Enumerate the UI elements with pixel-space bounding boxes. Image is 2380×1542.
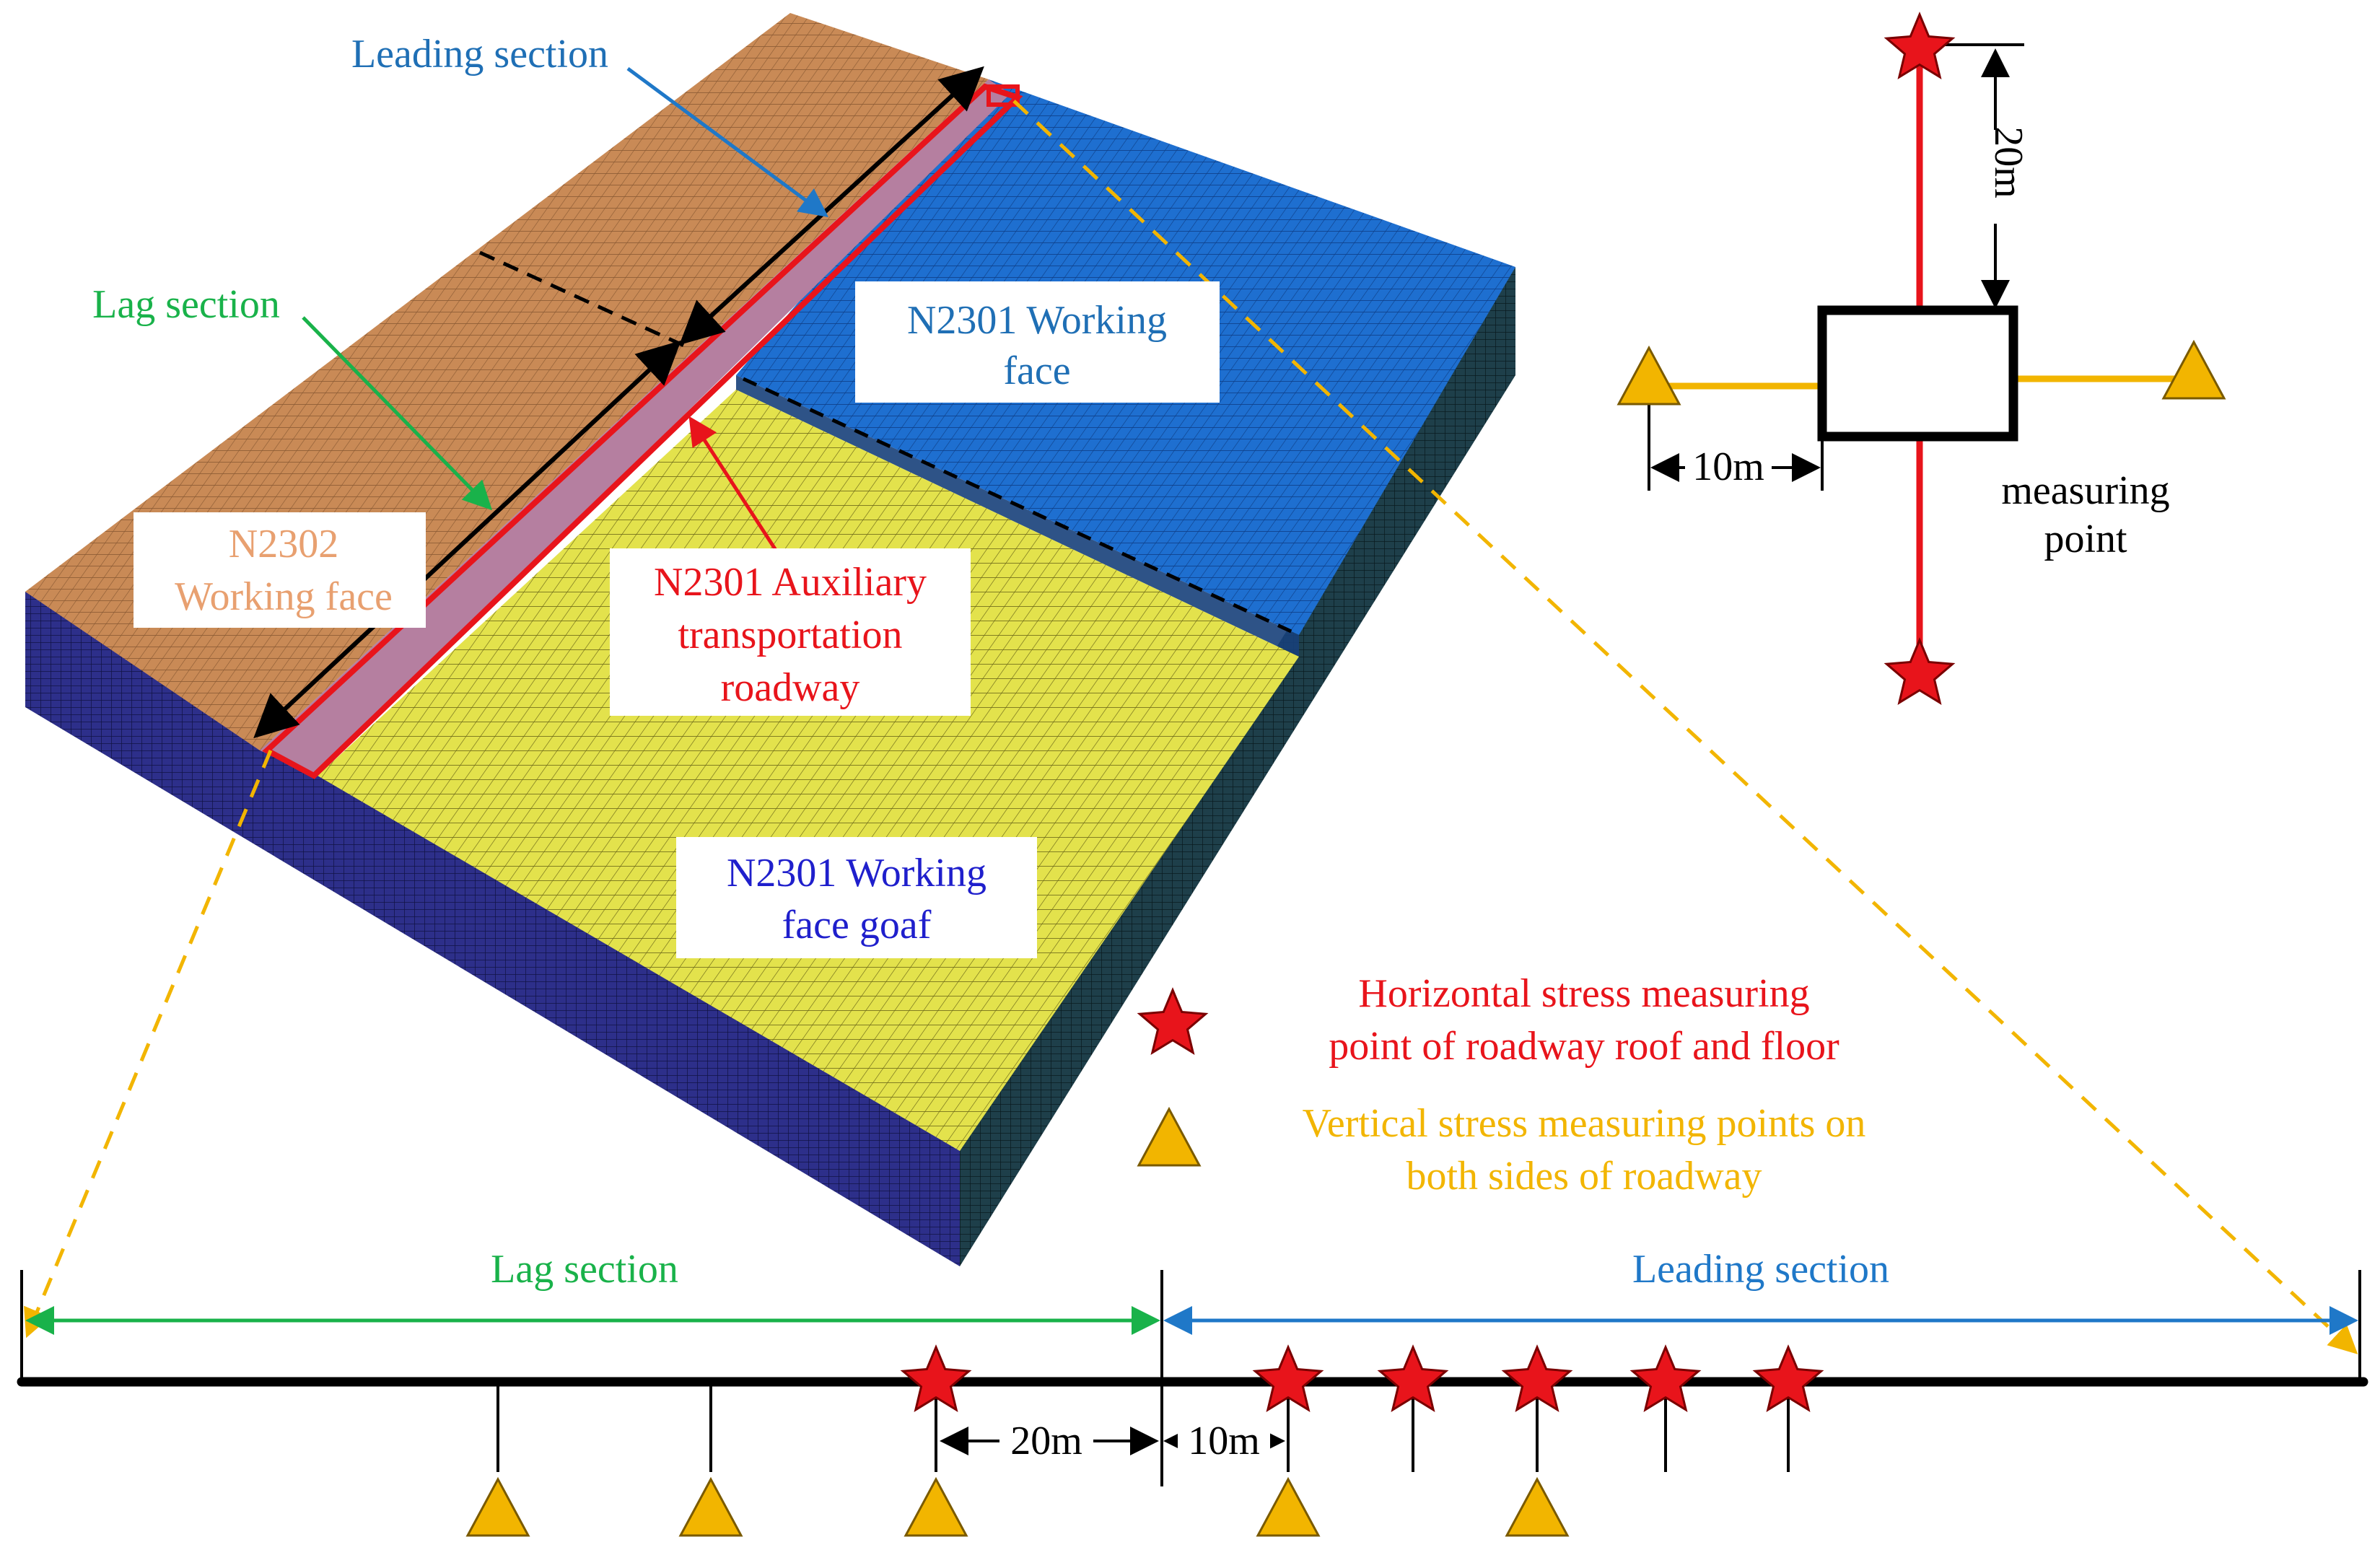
timeline-markers [465,1344,1824,1537]
legend-star-shape [1137,987,1209,1055]
detail-right-triangle-icon [2161,339,2226,400]
legend-triangle-icon [1137,1106,1202,1167]
timeline: Lag section Leading section 20m 10m [17,1247,2368,1486]
timeline-lag-label: Lag section [491,1247,678,1292]
roadway-strip [260,79,1010,776]
detail-roof-star-icon [1884,12,1956,79]
roadway-label-line2: transportation [678,613,902,657]
goaf-label-line2: face goaf [782,903,932,947]
model-side-left [25,592,960,1266]
timeline-triangle-lag-1 [465,1476,530,1537]
legend-horizontal-line2: point of roadway roof and floor [1329,1024,1839,1069]
leading-length-arrow-back [679,70,980,346]
timeline-star-leading-5 [1752,1344,1824,1412]
timeline-dim-10m-label: 10m [1188,1419,1260,1463]
legend-triangle-shape [1137,1106,1202,1167]
n2301-working-face-label: N2301 Working face [855,281,1220,403]
detail-left-triangle-icon [1616,345,1681,406]
n2302-label-line2: Working face [175,574,393,619]
dim-10m-label: 10m [1692,444,1764,489]
n2301-working-face-label-line1: N2301 Working [907,298,1167,343]
legend-vertical-line2: both sides of roadway [1406,1154,1762,1199]
projection-line-left [24,750,273,1339]
timeline-star-lag [900,1344,972,1412]
roadway-pointer [688,416,782,557]
roadway-label-line1: N2301 Auxiliary [654,560,927,605]
timeline-star-leading-2 [1377,1344,1449,1412]
measuring-point-label-line1: measuring [2001,468,2169,513]
roadway-section-box [1817,305,2018,442]
roadway-label: N2301 Auxiliary transportation roadway [610,548,971,716]
dim-20m-label: 20m [1986,126,2031,198]
goaf-label-line1: N2301 Working [727,851,986,895]
roadway-label-line3: roadway [721,665,860,710]
legend-star-icon [1137,987,1209,1055]
timeline-triangle-leading-1 [1256,1476,1321,1537]
lag-section-label: Lag section [92,282,280,327]
legend-vertical-line1: Vertical stress measuring points on [1303,1101,1866,1146]
n2301-working-face-label-line2: face [1003,349,1070,393]
n2301-step-face [736,375,1299,657]
detail-markers [1616,12,2226,705]
n2302-label: N2302 Working face [134,512,426,628]
leading-section-pointer [626,66,829,217]
roadway-end-box [986,84,1020,107]
lag-length-arrow-back [258,340,681,735]
leading-section-label: Leading section [351,32,608,76]
n2302-label-line1: N2302 [229,522,338,566]
timeline-triangle-leading-2 [1505,1476,1570,1537]
model-side-right [960,267,1515,1266]
timeline-triangle-lag-2 [678,1476,743,1537]
goaf-boundary-dashed [742,377,1300,637]
goaf-label: N2301 Working face goaf [676,837,1037,958]
timeline-star-leading-4 [1629,1344,1702,1412]
detail-floor-star-icon [1884,637,1956,705]
timeline-leading-label: Leading section [1632,1247,1889,1292]
timeline-star-leading-1 [1252,1344,1324,1412]
n2301-goaf-surface [318,390,1299,1151]
legend: Horizontal stress measuring point of roa… [1137,971,1866,1199]
lag-section-pointer [302,316,493,511]
timeline-triangle-lag-3 [904,1476,968,1537]
timeline-star-leading-3 [1501,1344,1573,1412]
projection-line-right [1012,100,2358,1354]
timeline-dim-20m-label: 20m [1010,1419,1082,1463]
measuring-point-label-line2: point [2044,517,2127,561]
legend-horizontal-line1: Horizontal stress measuring [1358,971,1809,1016]
roadway-cross-section-detail: 20m 10m measuring point [1648,43,2194,667]
face-position-dashed [478,250,687,349]
